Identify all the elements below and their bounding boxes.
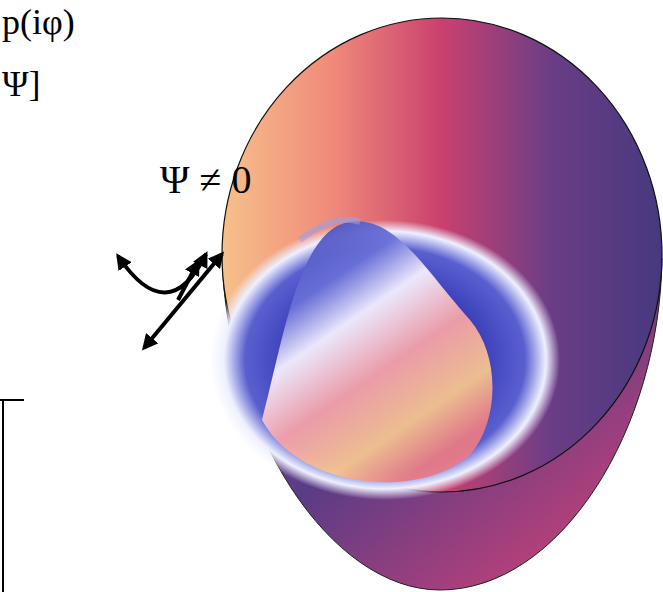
math-label: Ψ] bbox=[2, 66, 41, 102]
math-label: Ψ ≠ 0 bbox=[160, 160, 251, 200]
math-label: p(iφ) bbox=[2, 4, 75, 40]
